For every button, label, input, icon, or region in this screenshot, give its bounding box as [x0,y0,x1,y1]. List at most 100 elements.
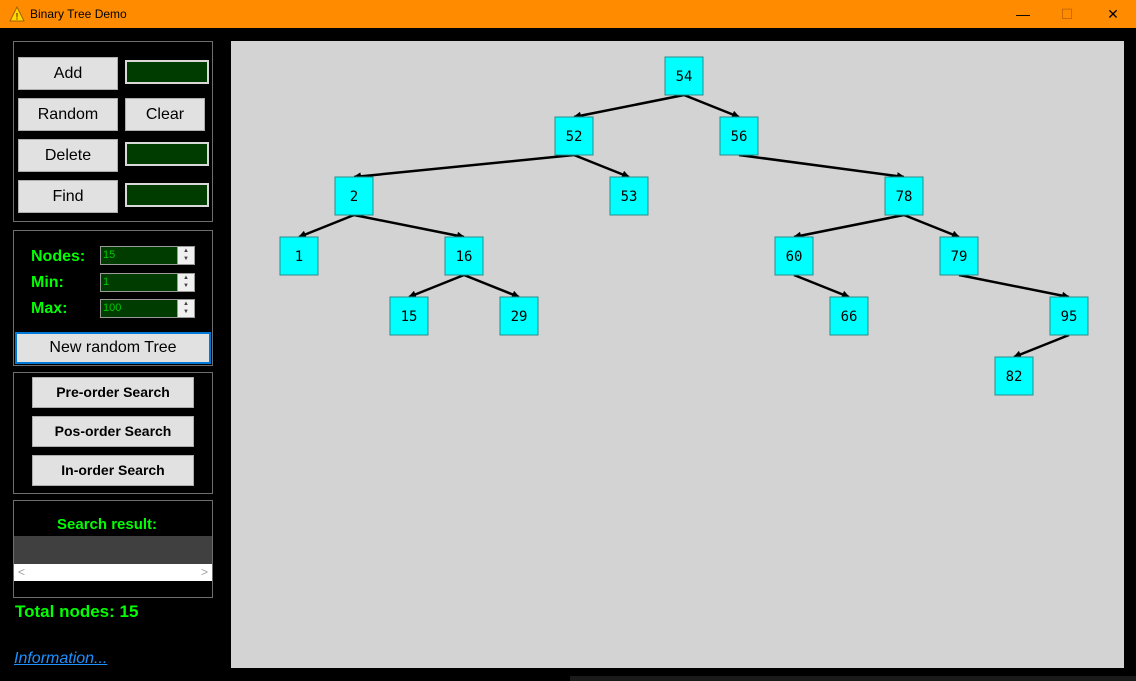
tree-node-66[interactable]: 66 [829,296,869,336]
minimize-button[interactable]: — [1016,6,1030,22]
tree-node-56[interactable]: 56 [719,116,759,156]
tree-edge-95-82 [1013,333,1070,359]
window-title: Binary Tree Demo [30,7,127,21]
tree-node-label: 79 [951,249,968,265]
search-result-scrollbar[interactable]: < > [14,564,212,581]
tree-node-79[interactable]: 79 [939,236,979,276]
tree-node-box[interactable] [774,236,814,276]
tree-node-label: 56 [731,129,748,145]
tree-edge-78-60 [793,213,905,240]
posorder-search-button[interactable]: Pos-order Search [32,416,194,447]
delete-button[interactable]: Delete [18,139,118,172]
max-stepper[interactable]: 100 ▲ ▼ [100,299,195,318]
find-value-input[interactable] [125,183,209,207]
tree-node-box[interactable] [554,116,594,156]
tree-node-box[interactable] [994,356,1034,396]
tree-node-box[interactable] [884,176,924,216]
scroll-right-icon[interactable]: > [200,565,208,579]
tree-node-2[interactable]: 2 [334,176,374,216]
tree-node-label: 78 [896,189,913,205]
preorder-search-button[interactable]: Pre-order Search [32,377,194,408]
stepper-up-icon[interactable]: ▲ [183,248,189,254]
max-stepper-arrows[interactable]: ▲ ▼ [177,300,194,317]
max-label: Max: [31,300,68,317]
tree-canvas: 54 52 56 2 53 78 1 16 60 79 15 29 66 95 82 [231,41,1124,668]
tree-node-box[interactable] [719,116,759,156]
tree-node-16[interactable]: 16 [444,236,484,276]
nodes-label: Nodes: [31,248,86,265]
tree-edge-79-95 [958,273,1070,300]
tree-edge-52-2 [353,153,575,181]
tree-edge-16-29 [463,273,520,299]
inorder-search-button[interactable]: In-order Search [32,455,194,486]
tree-node-box[interactable] [389,296,429,336]
delete-value-input[interactable] [125,142,209,166]
tree-node-15[interactable]: 15 [389,296,429,336]
tree-node-box[interactable] [444,236,484,276]
tree-node-label: 95 [1061,309,1078,325]
clear-button[interactable]: Clear [125,98,205,131]
tree-node-label: 16 [456,249,473,265]
tree-node-label: 15 [401,309,418,325]
tree-node-label: 1 [295,249,303,265]
tree-node-95[interactable]: 95 [1049,296,1089,336]
maximize-button[interactable]: ☐ [1060,6,1074,22]
random-button[interactable]: Random [18,98,118,131]
tree-node-box[interactable] [279,236,319,276]
find-button[interactable]: Find [18,180,118,213]
scroll-left-icon[interactable]: < [18,565,26,579]
tree-diagram: 54 52 56 2 53 78 1 16 60 79 15 29 66 95 82 [279,56,1089,396]
min-stepper[interactable]: 1 ▲ ▼ [100,273,195,292]
min-stepper-arrows[interactable]: ▲ ▼ [177,274,194,291]
tree-node-box[interactable] [1049,296,1089,336]
tree-node-box[interactable] [499,296,539,336]
stepper-down-icon[interactable]: ▼ [183,283,189,289]
tree-edge-54-56 [683,93,740,119]
close-button[interactable]: ✕ [1107,6,1119,22]
nodes-stepper[interactable]: 15 ▲ ▼ [100,246,195,265]
tree-node-29[interactable]: 29 [499,296,539,336]
nodes-value: 15 [103,249,116,261]
tree-edge-2-16 [353,213,465,240]
tree-node-box[interactable] [939,236,979,276]
tree-node-60[interactable]: 60 [774,236,814,276]
stepper-down-icon[interactable]: ▼ [183,309,189,315]
bottom-strip [570,676,1136,681]
stepper-up-icon[interactable]: ▲ [183,301,189,307]
tree-node-label: 66 [841,309,858,325]
tree-node-label: 54 [676,69,693,85]
nodes-stepper-arrows[interactable]: ▲ ▼ [177,247,194,264]
tree-node-82[interactable]: 82 [994,356,1034,396]
tree-edge-54-52 [573,93,685,120]
tree-node-label: 2 [350,189,358,205]
tree-node-label: 29 [511,309,528,325]
warning-triangle-icon: ! [9,6,25,22]
tree-edge-78-79 [903,213,960,239]
tree-edge-2-1 [298,213,355,239]
tree-edge-52-53 [573,153,630,179]
tree-node-78[interactable]: 78 [884,176,924,216]
tree-node-box[interactable] [664,56,704,96]
title-bar: ! Binary Tree Demo — ☐ ✕ [0,0,1136,28]
min-value: 1 [103,276,110,288]
tree-node-53[interactable]: 53 [609,176,649,216]
tree-node-label: 60 [786,249,803,265]
tree-node-label: 53 [621,189,638,205]
tree-edge-16-15 [408,273,465,299]
add-button[interactable]: Add [18,57,118,90]
tree-node-1[interactable]: 1 [279,236,319,276]
information-link[interactable]: Information... [14,650,108,667]
search-result-list[interactable] [14,536,212,564]
total-nodes-label: Total nodes: 15 [15,602,139,621]
new-random-tree-button[interactable]: New random Tree [15,332,211,364]
svg-text:!: ! [16,12,19,22]
tree-edge-60-66 [793,273,850,299]
tree-node-box[interactable] [829,296,869,336]
tree-node-box[interactable] [334,176,374,216]
stepper-down-icon[interactable]: ▼ [183,256,189,262]
tree-node-54[interactable]: 54 [664,56,704,96]
tree-node-52[interactable]: 52 [554,116,594,156]
stepper-up-icon[interactable]: ▲ [183,275,189,281]
add-value-input[interactable] [125,60,209,84]
tree-node-box[interactable] [609,176,649,216]
